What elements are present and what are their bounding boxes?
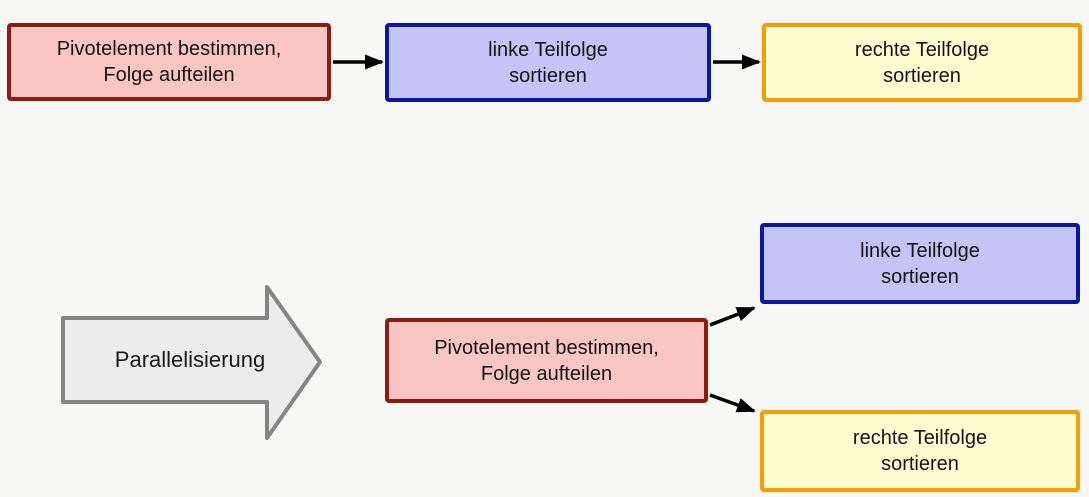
par-right-line1: rechte Teilfolge	[852, 427, 988, 449]
par-pivot-line1: Pivotelement bestimmen,	[434, 336, 659, 359]
seq-pivot-line1: Pivotelement bestimmen,	[56, 38, 282, 60]
seq-right-subsequence-box: rechte Teilfolge sortieren	[762, 23, 1082, 102]
seq-right-line1: rechte Teilfolge	[854, 38, 990, 61]
par-pivot-line2: Folge aufteilen	[480, 362, 613, 385]
seq-pivot-line2: Folge aufteilen	[103, 64, 235, 86]
par-left-line1: linke Teilfolge	[860, 239, 980, 262]
par-right-subsequence-box: rechte Teilfolge sortieren	[760, 410, 1080, 492]
par-pivot-box: Pivotelement bestimmen, Folge aufteilen	[385, 318, 708, 403]
par-right-line2: sortieren	[881, 453, 959, 475]
arrow-par-pivot-to-left-icon	[709, 306, 756, 327]
par-left-line2: sortieren	[881, 265, 959, 288]
seq-left-subsequence-box: linke Teilfolge sortieren	[385, 23, 711, 102]
par-left-subsequence-box: linke Teilfolge sortieren	[760, 223, 1080, 304]
seq-right-line2: sortieren	[883, 64, 961, 87]
seq-left-line1: linke Teilfolge	[488, 38, 608, 61]
seq-left-line2: sortieren	[509, 64, 587, 87]
arrow-par-pivot-to-right-icon	[709, 393, 756, 413]
parallelisierung-arrow-label: Parallelisierung	[114, 347, 266, 372]
seq-pivot-box: Pivotelement bestimmen, Folge aufteilen	[7, 23, 331, 101]
